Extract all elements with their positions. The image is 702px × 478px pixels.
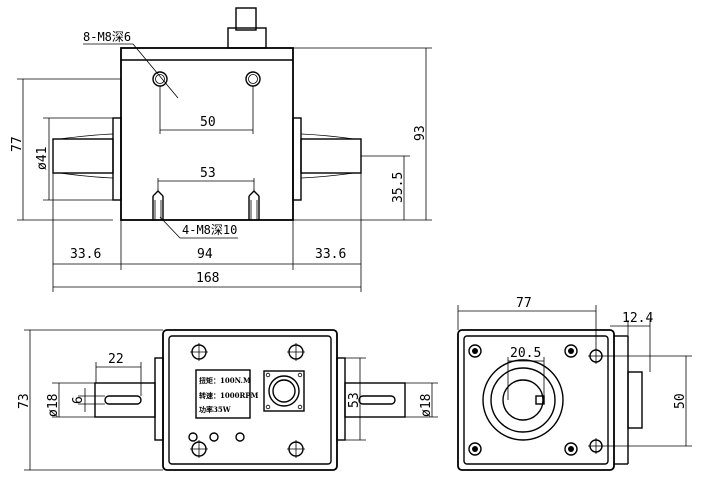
top-view-holes	[190, 343, 305, 458]
dim-73: 73	[17, 393, 32, 409]
dim-12-4: 12.4	[622, 311, 653, 326]
dim-50-side: 50	[673, 393, 688, 409]
left-flange	[112, 117, 122, 201]
top-right-flange	[336, 357, 346, 441]
dim-50: 50	[200, 115, 216, 130]
led-3	[235, 432, 245, 442]
dim-20-5: 20.5	[510, 346, 541, 361]
dim-77-side: 77	[516, 296, 532, 311]
dim-77: 77	[10, 136, 25, 152]
top-view: 扭矩：100N.M 转速：1000RPM 功率35W 22 73 ø18	[17, 329, 438, 471]
connector-base	[227, 27, 267, 49]
nameplate-speed: 转速：1000RPM	[199, 391, 259, 400]
dim-53-top: 53	[347, 392, 362, 408]
shaft-outer-flange	[482, 359, 564, 441]
top-left-flange	[154, 357, 164, 441]
dim-35-5: 35.5	[391, 172, 406, 203]
left-keyway	[104, 395, 142, 405]
dim-6: 6	[71, 396, 86, 404]
side-view-body	[457, 329, 615, 471]
dim-22: 22	[108, 352, 124, 367]
top-left-shaft	[94, 382, 156, 418]
hole-bottom-label: 4-M8深10	[182, 223, 237, 237]
dim-168: 168	[196, 271, 219, 286]
side-view: 77 12.4 20.5 50	[457, 296, 692, 471]
dim-33-6-right: 33.6	[315, 247, 346, 262]
nameplate-power: 功率35W	[199, 405, 231, 414]
top-right-shaft	[344, 382, 406, 418]
left-shaft	[52, 138, 114, 174]
nameplate-range: 扭矩：100N.M	[199, 376, 251, 385]
nameplate	[195, 369, 251, 419]
dim-93: 93	[413, 125, 428, 141]
side-connector	[627, 371, 643, 429]
dim-18-left: ø18	[46, 394, 61, 417]
right-flange	[292, 117, 302, 201]
led-1	[188, 432, 198, 442]
dim-53: 53	[200, 166, 216, 181]
sensor-body	[120, 47, 294, 221]
dim-18-right: ø18	[419, 394, 434, 417]
hole-top-label: 8-M8深6	[83, 30, 131, 44]
connector-square	[263, 370, 305, 412]
connector-top	[235, 7, 257, 31]
bottom-hole-left	[152, 190, 164, 220]
dim-94: 94	[197, 247, 213, 262]
right-keyway	[358, 395, 396, 405]
shaft-end	[502, 379, 544, 421]
right-shaft	[300, 138, 362, 174]
bottom-hole-right	[248, 190, 260, 220]
front-view: 8-M8深6 4-M8深10 50 53 77 ø41 93 35.5	[10, 7, 432, 292]
dim-41: ø41	[35, 147, 50, 170]
dim-33-6-left: 33.6	[70, 247, 101, 262]
led-2	[209, 432, 219, 442]
